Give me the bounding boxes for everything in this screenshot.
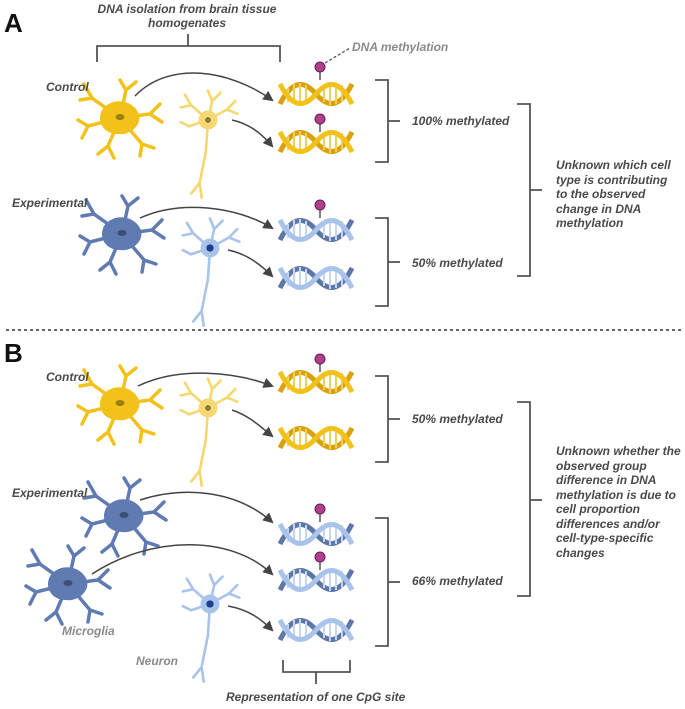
control-label-b: Control (46, 370, 89, 384)
control-label-a: Control (46, 80, 89, 94)
header-label: DNA isolation from brain tissue homogena… (97, 2, 277, 30)
control-neuron-b (179, 377, 239, 488)
dna-exp-a1 (280, 219, 352, 241)
methyl-mark (314, 113, 326, 133)
arrow-b4 (91, 544, 274, 576)
arrow-b2 (231, 409, 274, 438)
microglia-b (24, 544, 112, 626)
pct-label-b2: 66% methylated (412, 574, 503, 588)
panel-b-letter: B (4, 338, 23, 368)
pct-label-a1: 100% methylated (412, 114, 510, 128)
experimental-label-b: Experimental (12, 486, 88, 500)
arrow-a1 (134, 72, 274, 102)
methyl-mark (314, 503, 326, 523)
cpg-label: Representation of one CpG site (226, 690, 406, 704)
dna-control-b1 (280, 371, 352, 393)
experimental-glia-a (78, 194, 166, 276)
dna-exp-a2 (280, 267, 352, 289)
methyl-mark (314, 61, 326, 81)
pct-label-a2: 50% methylated (412, 256, 503, 270)
dna-control-b2 (280, 427, 352, 449)
dna-exp-b1 (280, 523, 352, 545)
arrow-a4 (227, 249, 274, 278)
pct-label-b1: 50% methylated (412, 412, 503, 426)
experimental-label-a: Experimental (12, 196, 88, 210)
arrow-b5 (227, 605, 274, 632)
dna-methylation-label: DNA methylation (352, 40, 449, 54)
methyl-mark (314, 199, 326, 219)
experimental-neuron-a (181, 217, 241, 328)
control-glia-b (76, 364, 164, 446)
dna-exp-b2 (280, 569, 352, 591)
dna-control-a1 (280, 83, 352, 105)
arrow-b1 (137, 372, 274, 388)
methyl-mark (314, 353, 326, 373)
arrow-b3 (139, 491, 274, 524)
microglia-label: Microglia (62, 624, 115, 638)
control-glia-a (76, 78, 164, 160)
methyl-mark (314, 551, 326, 571)
dna-control-a2 (280, 131, 352, 153)
neuron-b (181, 573, 241, 684)
experimental-glia-b (80, 476, 168, 558)
dna-exp-b3 (280, 619, 352, 641)
control-neuron-a (179, 89, 239, 200)
note-b: Unknown whether the observed group diffe… (556, 444, 681, 560)
neuron-label: Neuron (136, 654, 178, 668)
arrow-a2 (231, 119, 274, 148)
panel-a-letter: A (4, 8, 23, 38)
arrow-a3 (139, 206, 274, 230)
note-a: Unknown which cell type is contributing … (556, 158, 671, 230)
